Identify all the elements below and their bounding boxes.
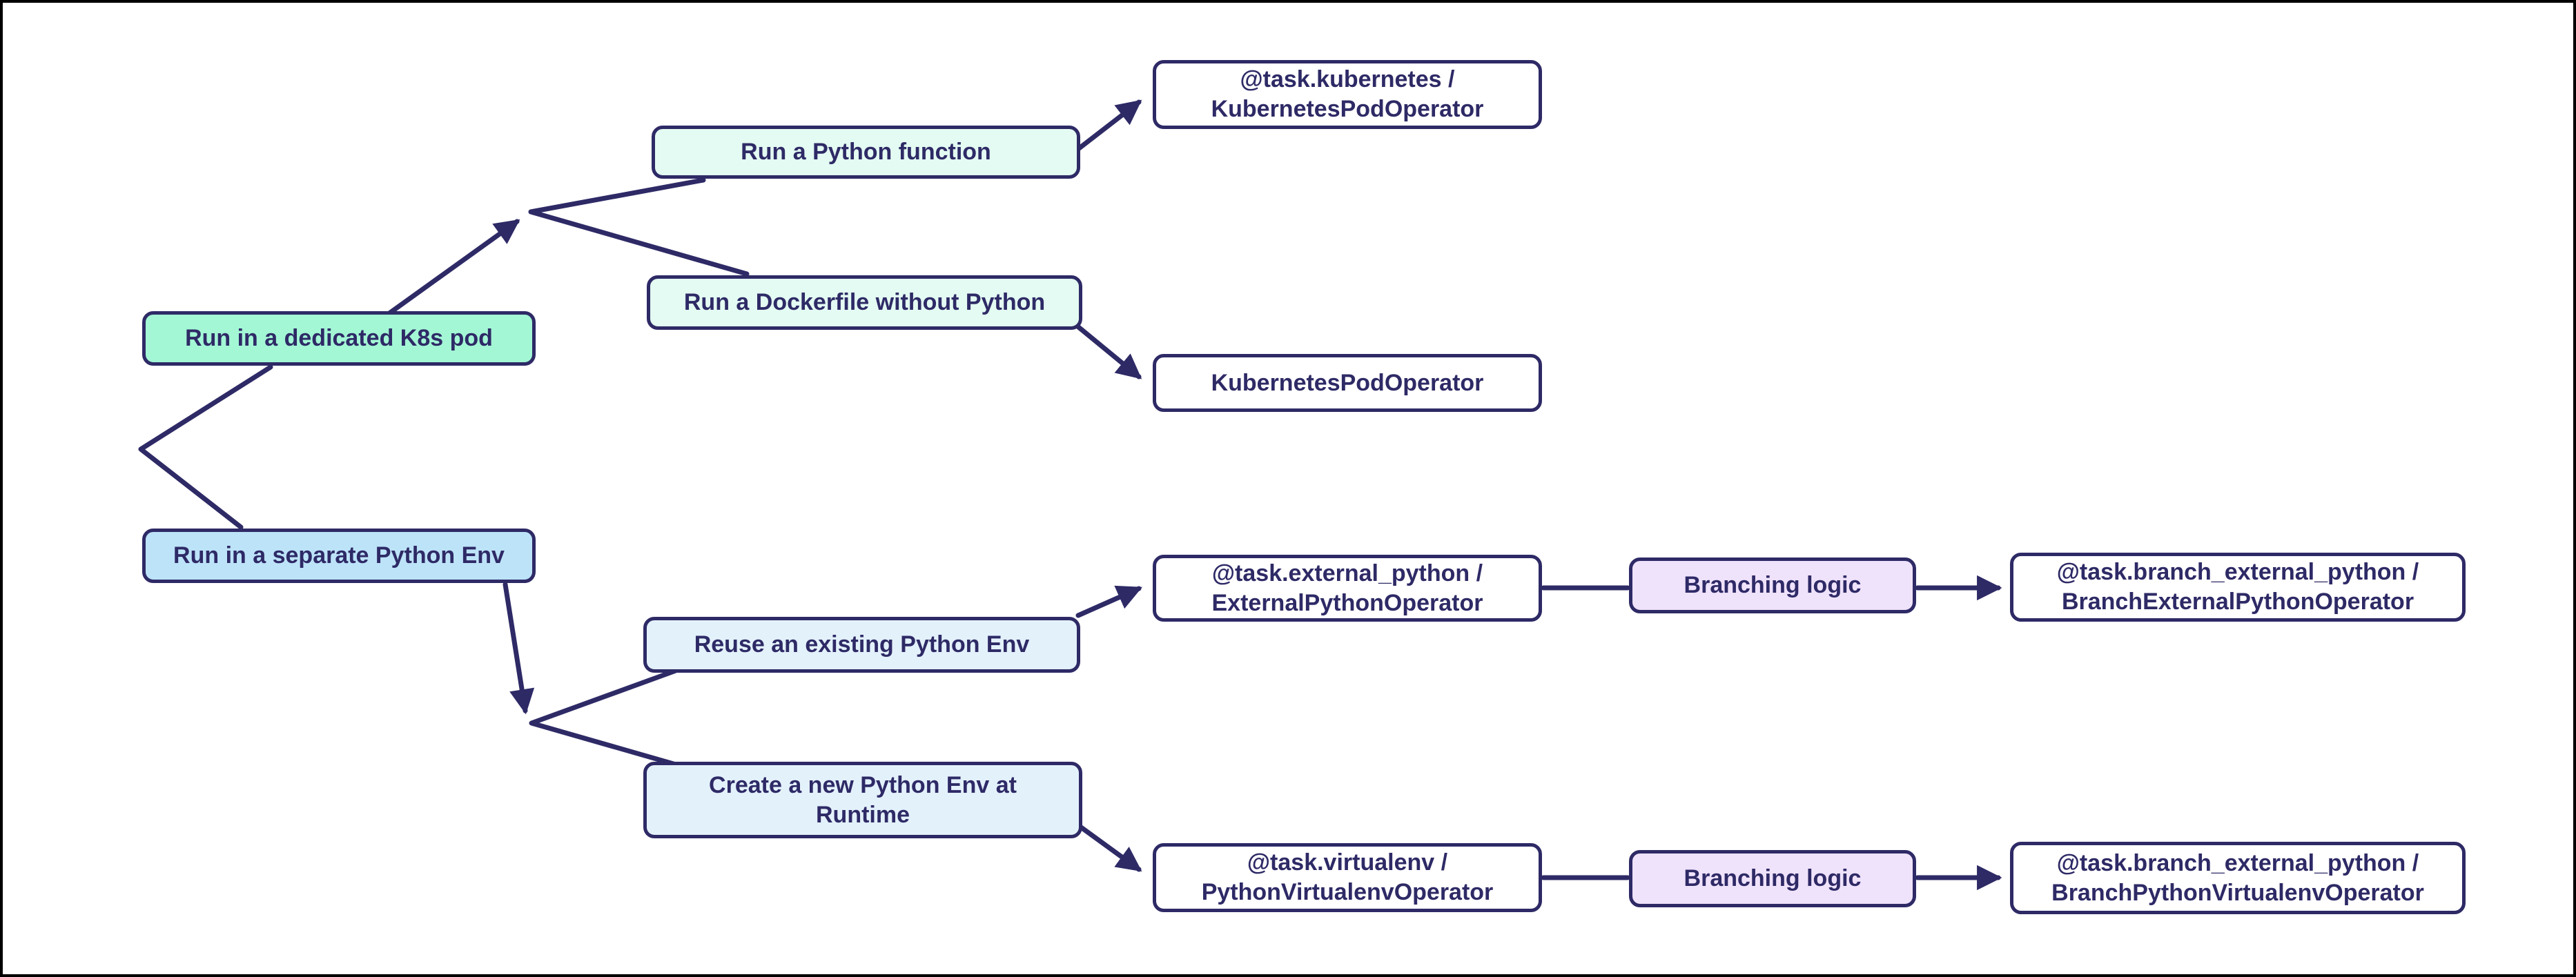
- node-task-external-python: @task.external_python / ExternalPythonOp…: [1153, 555, 1542, 622]
- edge-python-env-split: [529, 668, 679, 767]
- node-label: Run a Python function: [741, 139, 991, 166]
- node-task-branch-external-python: @task.branch_external_python / BranchExt…: [2010, 553, 2466, 622]
- edge-python-env-arrow: [502, 582, 535, 715]
- edge-k8s-split: [528, 177, 750, 277]
- node-dedicated-k8s-pod: Run in a dedicated K8s pod: [142, 311, 536, 366]
- edge-root-split: [138, 364, 273, 530]
- node-task-kubernetes: @task.kubernetes / KubernetesPodOperator: [1153, 60, 1542, 129]
- node-separate-python-env: Run in a separate Python Env: [142, 529, 536, 583]
- edge-reuse-to-external-python: [1075, 585, 1142, 618]
- node-run-python-function: Run a Python function: [652, 126, 1080, 179]
- node-branching-logic-bottom: Branching logic: [1629, 850, 1916, 907]
- edge-layer: [138, 99, 2002, 891]
- node-label: @task.external_python / ExternalPythonOp…: [1211, 560, 1483, 616]
- node-label: @task.kubernetes / KubernetesPodOperator: [1211, 66, 1484, 122]
- node-label: KubernetesPodOperator: [1211, 369, 1484, 396]
- node-run-dockerfile: Run a Dockerfile without Python: [647, 275, 1082, 330]
- edge-create-to-virtualenv: [1075, 822, 1142, 872]
- node-task-virtualenv: @task.virtualenv / PythonVirtualenvOpera…: [1153, 843, 1542, 912]
- edge-dockerfile-to-kubernetespodoperator: [1074, 323, 1142, 379]
- node-label: Run in a dedicated K8s pod: [185, 325, 493, 352]
- node-task-branch-virtualenv: @task.branch_external_python / BranchPyt…: [2010, 842, 2466, 914]
- node-label: Run a Dockerfile without Python: [683, 289, 1046, 316]
- node-reuse-python-env: Reuse an existing Python Env: [643, 617, 1080, 673]
- node-label: @task.branch_external_python / BranchPyt…: [2051, 849, 2424, 906]
- node-label: Reuse an existing Python Env: [694, 631, 1030, 658]
- node-label: Branching logic: [1684, 572, 1862, 599]
- node-label: @task.virtualenv / PythonVirtualenvOpera…: [1201, 849, 1494, 905]
- edge-k8s-pod-arrow: [387, 219, 520, 316]
- node-label: Run in a separate Python Env: [173, 542, 505, 569]
- node-label: @task.branch_external_python / BranchExt…: [2056, 559, 2419, 615]
- node-create-python-env: Create a new Python Env at Runtime: [643, 762, 1082, 838]
- edge-function-to-task-kubernetes: [1075, 99, 1142, 152]
- node-kubernetes-pod-operator: KubernetesPodOperator: [1153, 354, 1542, 412]
- node-label: Branching logic: [1684, 865, 1862, 892]
- node-branching-logic-top: Branching logic: [1629, 557, 1916, 613]
- node-label: Create a new Python Env at Runtime: [709, 771, 1017, 828]
